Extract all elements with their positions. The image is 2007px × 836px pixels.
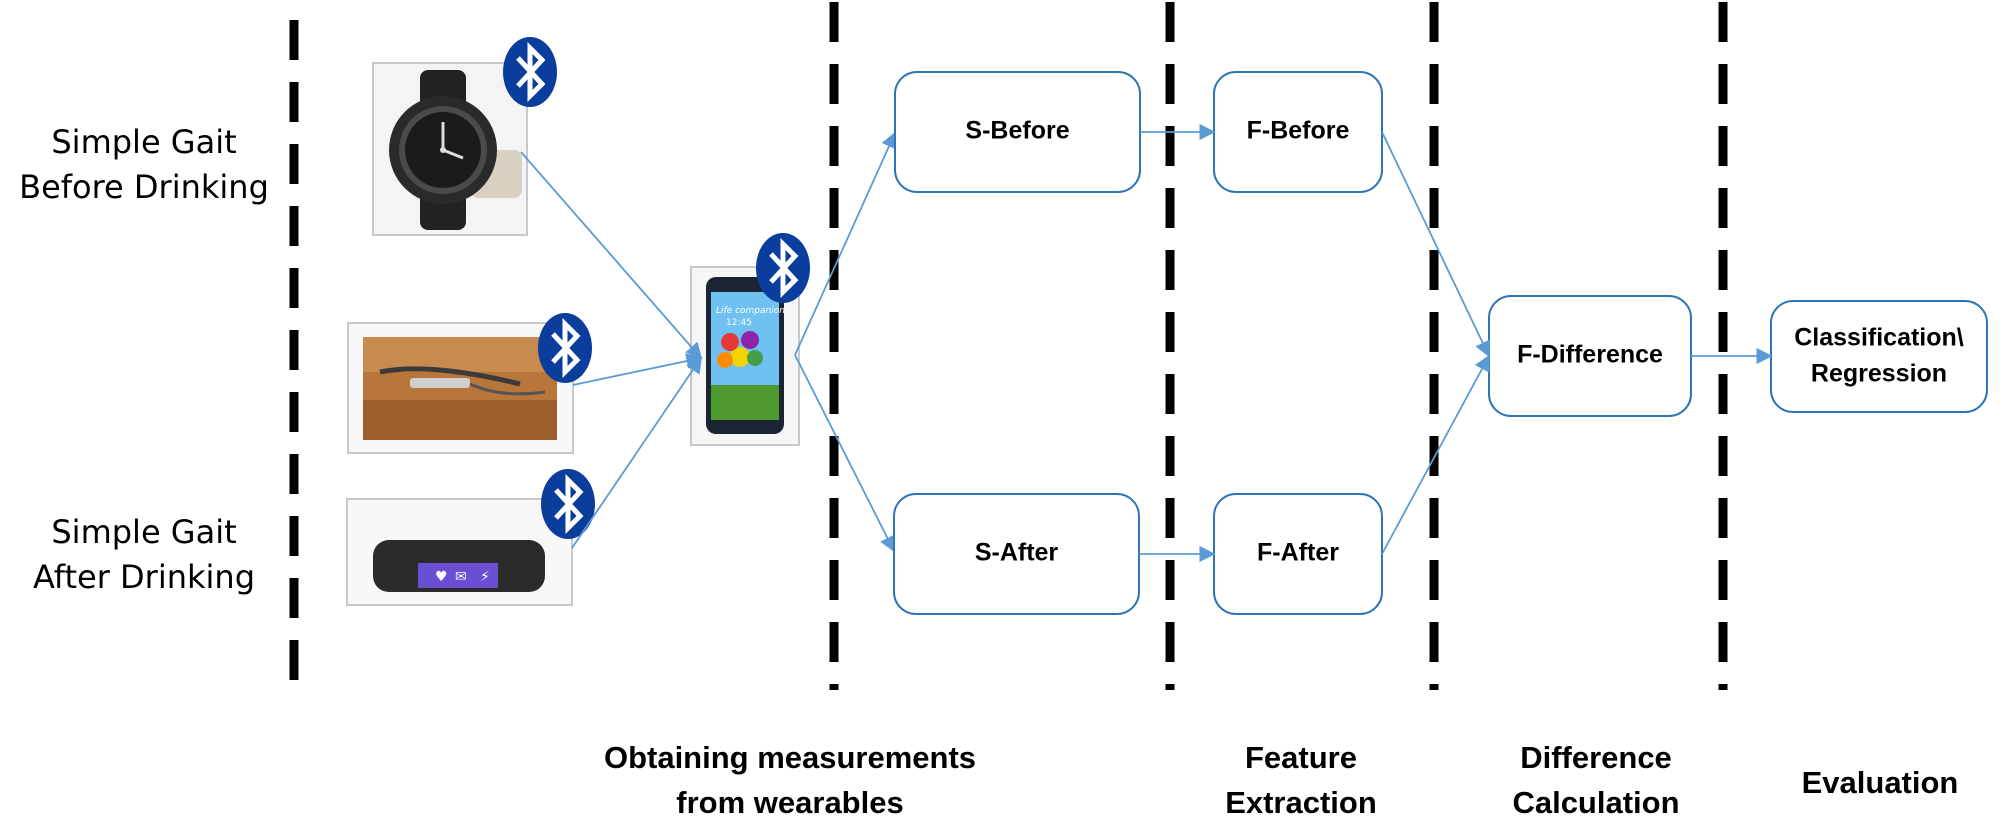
f-difference-box: F-Difference (1488, 295, 1692, 417)
f-difference-label: F-Difference (1517, 341, 1663, 369)
bluetooth-icon-glasses (538, 313, 592, 383)
stage-title-difference-line2: Calculation (1512, 785, 1680, 820)
bluetooth-icon-band (541, 469, 595, 539)
arrow-glasses-to-phone (572, 353, 703, 386)
stage-title-feature-line2: Extraction (1225, 785, 1377, 820)
stage-title-feature-line1: Feature (1245, 740, 1357, 775)
pipeline-arrows (1139, 123, 1773, 563)
arrow-band-to-phone (571, 356, 702, 549)
stage-title-evaluation: Evaluation (1760, 760, 2000, 805)
classification-box: Classification\ Regression (1770, 300, 1988, 413)
phone-screen-text-2: 12:45 (726, 318, 752, 328)
arrow-watch-to-phone (520, 151, 703, 360)
f-before-label: F-Before (1247, 117, 1350, 145)
condition-after-line1: Simple Gait (51, 513, 237, 551)
condition-before-line2: Before Drinking (19, 168, 269, 206)
condition-before-line1: Simple Gait (51, 123, 237, 161)
fitness-band-photo: ♥ ✉ ⚡ (346, 498, 573, 606)
phone-arrows (794, 131, 897, 553)
s-after-box: S-After (893, 493, 1140, 615)
stage-dividers (289, 2, 1728, 700)
classification-label-2: Regression (1811, 360, 1947, 388)
arrow-phone-to-s-before (794, 131, 897, 356)
svg-text:⚡: ⚡ (480, 569, 490, 585)
f-before-box: F-Before (1213, 71, 1383, 193)
stage-title-evaluation-line1: Evaluation (1801, 765, 1959, 800)
smartwatch-photo (372, 62, 528, 236)
f-after-label: F-After (1257, 539, 1339, 567)
svg-text:✉: ✉ (455, 569, 467, 585)
condition-after-line2: After Drinking (33, 558, 255, 596)
device-arrows (520, 151, 703, 549)
s-before-box: S-Before (894, 71, 1141, 193)
stage-title-obtaining-line1: Obtaining measurements (603, 740, 977, 775)
svg-text:♥: ♥ (435, 569, 448, 585)
arrow-phone-to-s-after (794, 354, 895, 553)
f-after-box: F-After (1213, 493, 1383, 615)
phone-screen-text-1: Life companion (716, 306, 785, 316)
bluetooth-icon-watch (503, 37, 557, 107)
s-before-label: S-Before (965, 117, 1069, 145)
stage-title-feature: Feature Extraction (1190, 735, 1412, 825)
s-after-label: S-After (975, 539, 1059, 567)
classification-label-1: Classification\ (1794, 324, 1964, 352)
arrow-f-before-to-f-difference (1381, 131, 1491, 358)
stage-title-difference: Difference Calculation (1466, 735, 1726, 825)
condition-before-label: Simple Gait Before Drinking (10, 120, 278, 210)
smart-glasses-photo (347, 322, 574, 454)
bluetooth-icon-phone (756, 233, 810, 303)
stage-title-obtaining: Obtaining measurements from wearables (560, 735, 1020, 825)
stage-title-difference-line1: Difference (1520, 740, 1672, 775)
arrow-f-after-to-f-difference (1381, 354, 1490, 555)
stage-title-obtaining-line2: from wearables (676, 785, 904, 820)
condition-after-label: Simple Gait After Drinking (10, 510, 278, 600)
